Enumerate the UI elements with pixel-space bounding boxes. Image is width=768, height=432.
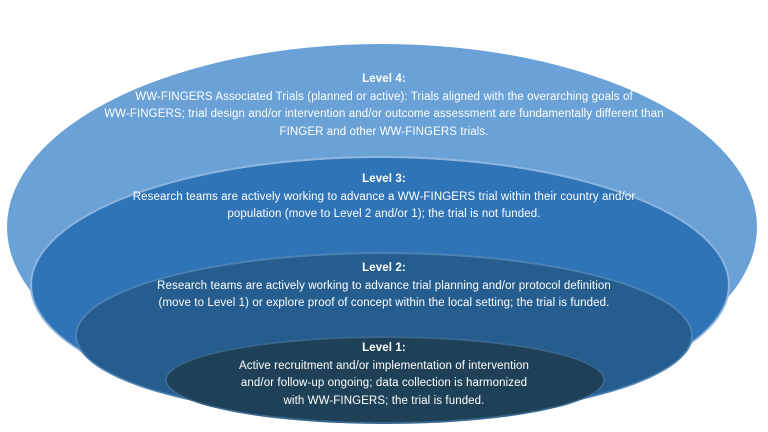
level-1-ellipse <box>165 336 605 424</box>
level-2-title: Level 2: <box>362 262 406 274</box>
level-4-title: Level 4: <box>362 73 406 85</box>
level-3-description: Research teams are actively working to a… <box>132 190 636 221</box>
level-1-description: Active recruitment and/or implementation… <box>238 359 530 407</box>
level-2-text-block: Level 2: Research teams are actively wor… <box>0 260 768 313</box>
level-4-description: WW-FINGERS Associated Trials (planned or… <box>104 90 664 138</box>
level-3-text-block: Level 3: Research teams are actively wor… <box>0 171 768 224</box>
level-3-title: Level 3: <box>362 173 406 185</box>
level-4-text-block: Level 4: WW-FINGERS Associated Trials (p… <box>0 71 768 141</box>
level-2-description: Research teams are actively working to a… <box>157 279 611 310</box>
level-1-text-block: Level 1: Active recruitment and/or imple… <box>0 340 768 410</box>
level-1-title: Level 1: <box>362 342 406 354</box>
